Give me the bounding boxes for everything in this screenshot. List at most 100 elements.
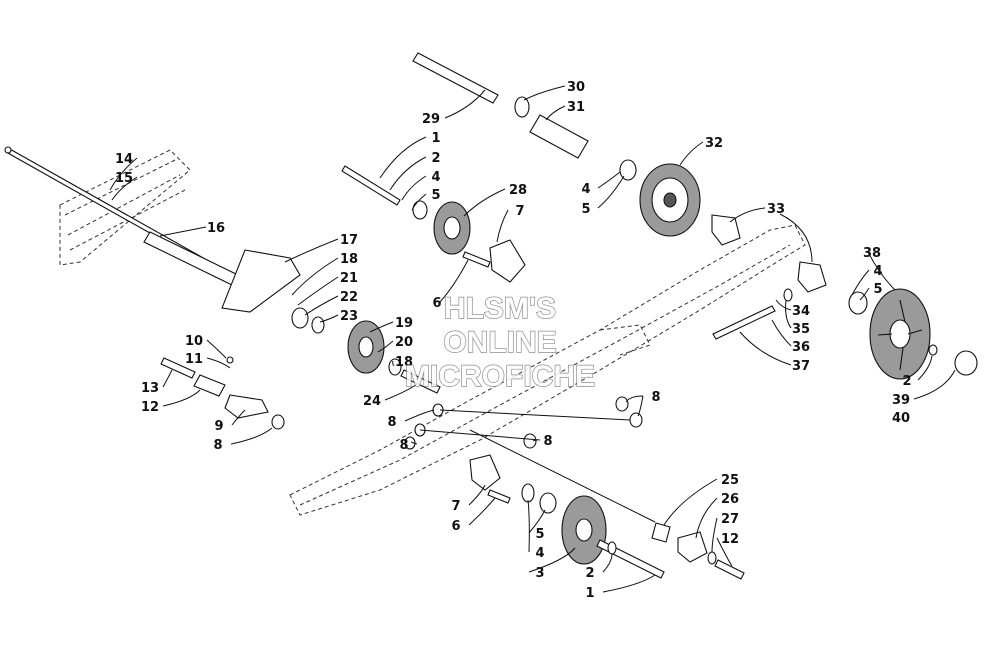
callout-6: 6 xyxy=(451,519,460,534)
link-9 xyxy=(224,394,269,419)
callout-5: 5 xyxy=(431,188,440,203)
hub-33-top xyxy=(711,214,741,246)
callout-12: 12 xyxy=(141,400,159,415)
callout-23: 23 xyxy=(340,309,358,324)
callout-33: 33 xyxy=(767,202,785,217)
watermark-line-3: MICROFICHE xyxy=(405,360,595,393)
idler-wheel-28 xyxy=(433,201,471,255)
callout-27: 27 xyxy=(721,512,739,527)
callout-32: 32 xyxy=(705,136,723,151)
callout-7: 7 xyxy=(515,204,524,219)
watermark-line-2: ONLINE xyxy=(443,326,556,359)
washer-18 xyxy=(388,358,402,376)
shaft-16 xyxy=(143,231,241,287)
wheel-38 xyxy=(869,288,931,380)
callout-20: 20 xyxy=(395,335,413,350)
nuts-8 xyxy=(404,396,643,450)
callout-8: 8 xyxy=(543,434,552,449)
washer-27 xyxy=(707,551,717,565)
callout-29: 29 xyxy=(422,112,440,127)
bolt-1-top xyxy=(341,165,401,206)
nut-8-left xyxy=(271,414,285,430)
callout-35: 35 xyxy=(792,322,810,337)
wheel-3 xyxy=(561,495,607,565)
callout-12: 12 xyxy=(721,532,739,547)
spacer-31 xyxy=(529,114,589,159)
callout-25: 25 xyxy=(721,473,739,488)
callout-3: 3 xyxy=(535,566,544,581)
washer-4-lower xyxy=(521,483,535,503)
callout-38: 38 xyxy=(863,246,881,261)
callout-1: 1 xyxy=(585,586,594,601)
watermark: HLSM'S ONLINE MICROFICHE xyxy=(404,291,595,393)
callout-21: 21 xyxy=(340,271,358,286)
pivot-arm-17 xyxy=(221,249,301,313)
bolt-13 xyxy=(160,357,196,379)
bearing-lower xyxy=(539,492,557,514)
callout-24: 24 xyxy=(363,394,381,409)
callout-18: 18 xyxy=(395,355,413,370)
callout-14: 14 xyxy=(115,152,133,167)
callout-30: 30 xyxy=(567,80,585,95)
callout-2: 2 xyxy=(585,566,594,581)
callout-1: 1 xyxy=(431,131,440,146)
shaft-29 xyxy=(412,52,499,104)
callout-2: 2 xyxy=(431,151,440,166)
callout-4: 4 xyxy=(581,182,590,197)
bolt-6-top xyxy=(462,251,491,268)
callout-28: 28 xyxy=(509,183,527,198)
callout-4: 4 xyxy=(873,264,882,279)
bolt-37 xyxy=(712,305,776,340)
washer-22 xyxy=(291,307,309,329)
axle-24 xyxy=(400,369,441,394)
bracket-7-lower xyxy=(469,454,501,491)
callout-26: 26 xyxy=(721,492,739,507)
bolt-1-lower xyxy=(596,539,665,579)
clip-10 xyxy=(226,356,234,364)
bolt-6-lower xyxy=(487,489,511,504)
cap-40 xyxy=(954,350,978,376)
spacer-25 xyxy=(651,522,671,543)
bracket-26 xyxy=(677,531,708,563)
leader-lines xyxy=(109,85,956,593)
callout-8: 8 xyxy=(387,415,396,430)
callout-15: 15 xyxy=(115,171,133,186)
callout-5: 5 xyxy=(535,527,544,542)
callout-17: 17 xyxy=(340,233,358,248)
callout-13: 13 xyxy=(141,381,159,396)
callout-8: 8 xyxy=(651,390,660,405)
bearing-28 xyxy=(412,200,428,220)
hub-33-lower xyxy=(797,261,827,293)
watermark-line-1: HLSM'S xyxy=(444,292,556,325)
callout-7: 7 xyxy=(451,499,460,514)
callout-31: 31 xyxy=(567,100,585,115)
callout-2: 2 xyxy=(902,374,911,389)
bracket-7-top xyxy=(489,239,526,283)
bolt-12-lower xyxy=(714,559,745,580)
callout-37: 37 xyxy=(792,359,810,374)
washer-2-lower xyxy=(607,541,617,555)
callout-36: 36 xyxy=(792,340,810,355)
washer-34 xyxy=(783,288,793,302)
callout-6: 6 xyxy=(432,296,441,311)
callout-34: 34 xyxy=(792,304,810,319)
main-slide-rail xyxy=(289,224,806,516)
washer-23 xyxy=(311,316,325,334)
callout-18: 18 xyxy=(340,252,358,267)
callout-9: 9 xyxy=(214,419,223,434)
idler-wheel-32 xyxy=(639,163,701,237)
spacer-12 xyxy=(193,374,226,397)
callout-11: 11 xyxy=(185,352,203,367)
callout-4: 4 xyxy=(535,546,544,561)
bearing-top xyxy=(619,159,637,181)
wheel-19 xyxy=(347,320,385,374)
cross-shaft xyxy=(419,409,656,523)
callout-5: 5 xyxy=(581,202,590,217)
washer-30 xyxy=(514,96,530,118)
callout-19: 19 xyxy=(395,316,413,331)
callout-39: 39 xyxy=(892,393,910,408)
callout-16: 16 xyxy=(207,221,225,236)
callout-4: 4 xyxy=(431,170,440,185)
